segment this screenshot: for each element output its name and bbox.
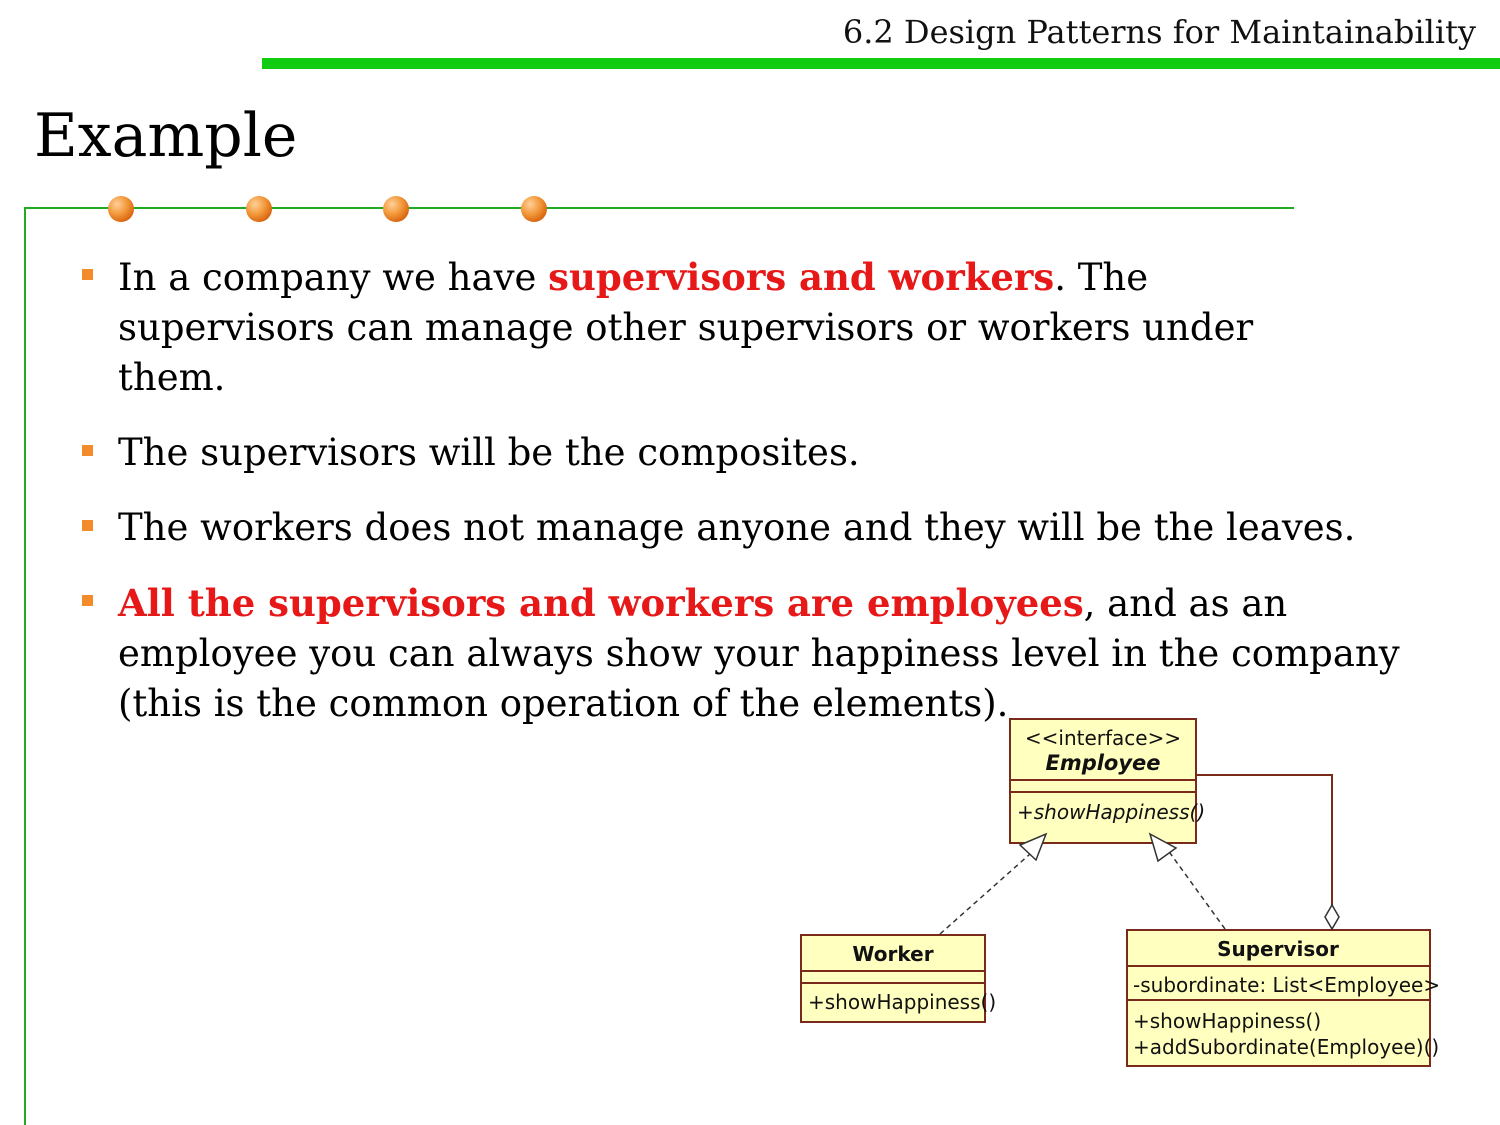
supervisor-name: Supervisor bbox=[1217, 937, 1339, 961]
bullet-text: . The supervisors can manage other super… bbox=[118, 256, 1254, 399]
header-rule bbox=[262, 58, 1500, 69]
employee-method: +showHappiness() bbox=[1017, 800, 1205, 824]
bullet-item: All the supervisors and workers are empl… bbox=[82, 578, 1418, 729]
supervisor-realization-arrow bbox=[1148, 832, 1226, 930]
decorative-dot bbox=[108, 196, 134, 222]
frame-left-line bbox=[24, 207, 26, 1125]
employee-name: Employee bbox=[1045, 751, 1160, 775]
decorative-dot bbox=[246, 196, 272, 222]
worker-method: +showHappiness() bbox=[808, 990, 996, 1014]
bullet-item: In a company we have supervisors and wor… bbox=[82, 252, 1368, 403]
frame-top-line bbox=[24, 207, 1294, 209]
supervisor-method: +addSubordinate(Employee)() bbox=[1133, 1035, 1439, 1059]
bullet-marker bbox=[82, 520, 93, 531]
worker-realization-arrow bbox=[939, 832, 1048, 935]
supervisor-attribute: -subordinate: List<Employee> bbox=[1133, 973, 1440, 997]
aggregation-diamond-icon bbox=[1324, 903, 1340, 931]
section-title: 6.2 Design Patterns for Maintainability bbox=[842, 13, 1476, 51]
uml-class-diagram: <<interface>> Employee +showHappiness() … bbox=[800, 718, 1440, 1067]
bullet-text: The supervisors will be the composites. bbox=[118, 431, 860, 474]
aggregation-line bbox=[1196, 774, 1340, 931]
bullet-text: The workers does not manage anyone and t… bbox=[118, 506, 1356, 549]
employee-interface-box: <<interface>> Employee +showHappiness() bbox=[1009, 718, 1205, 844]
worker-name: Worker bbox=[852, 942, 933, 966]
bullet-item: The workers does not manage anyone and t… bbox=[82, 503, 1412, 553]
supervisor-method: +showHappiness() bbox=[1133, 1009, 1321, 1033]
bullet-text: In a company we have bbox=[118, 256, 549, 299]
decorative-dot bbox=[521, 196, 547, 222]
bullet-list: In a company we have supervisors and wor… bbox=[82, 252, 1412, 754]
bullet-marker bbox=[82, 595, 93, 606]
bullet-item: The supervisors will be the composites. bbox=[82, 428, 1412, 478]
supervisor-class-box: Supervisor -subordinate: List<Employee> … bbox=[1126, 929, 1440, 1067]
bullet-highlight: supervisors and workers bbox=[548, 255, 1055, 299]
bullet-text: , and as an employee you can always show… bbox=[118, 582, 1400, 725]
slide-title: Example bbox=[34, 101, 298, 171]
bullet-highlight: All the supervisors and workers are empl… bbox=[118, 581, 1084, 625]
bullet-marker bbox=[82, 269, 93, 280]
bullet-marker bbox=[82, 445, 93, 456]
employee-stereotype: <<interface>> bbox=[1025, 726, 1181, 750]
worker-class-box: Worker +showHappiness() bbox=[800, 934, 996, 1023]
decorative-dot bbox=[383, 196, 409, 222]
